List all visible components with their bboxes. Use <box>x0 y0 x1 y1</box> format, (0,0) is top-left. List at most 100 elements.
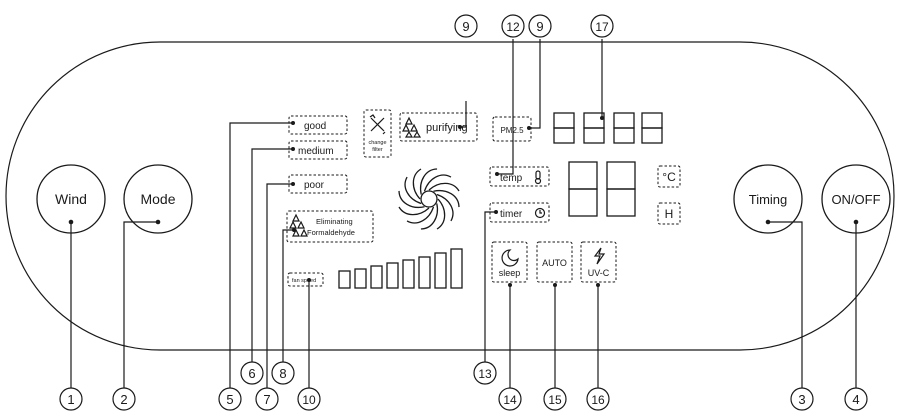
svg-text:AUTO: AUTO <box>542 258 567 268</box>
svg-text:15: 15 <box>548 393 562 407</box>
callout-13: 13 <box>473 361 497 385</box>
svg-text:poor: poor <box>304 180 325 191</box>
fan-speed-bar <box>402 259 415 289</box>
svg-text:2: 2 <box>120 392 127 407</box>
panel-outline <box>5 41 895 351</box>
callout-8: 8 <box>271 361 295 385</box>
lightning-icon <box>593 247 606 265</box>
callout-1: 1 <box>59 387 83 411</box>
timer-indicator: timer <box>489 202 550 223</box>
svg-text:13: 13 <box>478 367 492 381</box>
clock-icon <box>534 207 546 219</box>
svg-text:8: 8 <box>279 366 286 381</box>
leader-dots <box>68 116 859 287</box>
fan-speed-bar <box>434 252 447 289</box>
svg-text:medium: medium <box>298 146 334 157</box>
svg-text:7: 7 <box>263 392 270 407</box>
tools-icon <box>369 114 386 135</box>
fan-icon <box>398 168 460 230</box>
seven-segment-digit <box>613 112 635 144</box>
humidity-indicator: H <box>657 202 681 225</box>
svg-text:12: 12 <box>506 20 520 34</box>
svg-text:temp: temp <box>500 173 523 184</box>
change-filter-indicator: change filter <box>363 109 392 158</box>
svg-text:6: 6 <box>248 366 255 381</box>
callout-2: 2 <box>112 387 136 411</box>
svg-text:Wind: Wind <box>55 191 87 207</box>
seven-segment-digit <box>583 112 605 144</box>
purifying-indicator: purifying <box>399 112 478 142</box>
svg-text:10: 10 <box>302 393 316 407</box>
medium-indicator: medium <box>288 140 348 160</box>
svg-text:good: good <box>304 121 326 132</box>
fan-speed-bar <box>370 265 383 289</box>
pm25-indicator: PM2.5 <box>492 116 532 142</box>
trees-icon <box>402 116 422 138</box>
svg-text:change: change <box>368 140 386 146</box>
svg-text:Timing: Timing <box>749 192 788 207</box>
svg-text:timer: timer <box>500 209 523 220</box>
celsius-indicator: °C <box>657 165 681 188</box>
svg-text:H: H <box>665 207 674 221</box>
fan-speed-bars <box>338 248 463 289</box>
callout-9a: 9 <box>454 14 478 38</box>
svg-text:4: 4 <box>852 392 859 407</box>
svg-text:sleep: sleep <box>499 268 521 278</box>
seven-segment-digit <box>606 161 636 217</box>
uvc-indicator: UV-C <box>580 241 617 283</box>
svg-text:9: 9 <box>536 19 543 34</box>
trees-icon <box>289 213 308 237</box>
callout-3: 3 <box>790 387 814 411</box>
callout-5: 5 <box>218 387 242 411</box>
good-indicator: good <box>288 115 348 135</box>
callout-12: 12 <box>501 14 525 38</box>
svg-text:16: 16 <box>591 393 605 407</box>
eliminating-formaldehyde-indicator: Eliminating Formaldehyde <box>286 210 374 243</box>
leader-lines <box>70 39 857 388</box>
fan-speed-indicator: fan speed <box>287 272 324 287</box>
svg-text:fan speed: fan speed <box>292 278 316 284</box>
svg-text:PM2.5: PM2.5 <box>500 126 524 135</box>
seven-segment-digit <box>568 161 598 217</box>
svg-text:9: 9 <box>462 19 469 34</box>
callout-14: 14 <box>498 387 522 411</box>
seven-segment-digit <box>553 112 575 144</box>
callout-15: 15 <box>543 387 567 411</box>
svg-text:1: 1 <box>67 392 74 407</box>
svg-text:17: 17 <box>595 20 609 34</box>
svg-text:UV-C: UV-C <box>588 268 610 278</box>
callout-9b: 9 <box>528 14 552 38</box>
fan-speed-bar <box>354 268 367 289</box>
timing-button[interactable]: Timing <box>733 164 803 234</box>
thermometer-icon <box>534 170 542 185</box>
callout-16: 16 <box>586 387 610 411</box>
sleep-indicator: sleep <box>491 241 528 283</box>
temp-indicator: temp <box>489 166 550 187</box>
callout-17: 17 <box>590 14 614 38</box>
fan-speed-bar <box>338 270 351 289</box>
temp-timer-digits <box>568 161 636 217</box>
callout-7: 7 <box>255 387 279 411</box>
callout-10: 10 <box>297 387 321 411</box>
svg-text:5: 5 <box>226 392 233 407</box>
moon-icon <box>501 249 519 267</box>
svg-text:filter: filter <box>372 147 383 153</box>
svg-text:14: 14 <box>503 393 517 407</box>
svg-text:purifying: purifying <box>426 122 468 134</box>
fan-speed-bar <box>450 248 463 289</box>
fan-speed-bar <box>386 262 399 289</box>
seven-segment-digit <box>641 112 663 144</box>
svg-text:ON/OFF: ON/OFF <box>831 192 880 207</box>
callout-6: 6 <box>240 361 264 385</box>
callout-4: 4 <box>844 387 868 411</box>
mode-button[interactable]: Mode <box>123 164 193 234</box>
svg-text:3: 3 <box>798 392 805 407</box>
svg-text:Eliminating: Eliminating <box>316 217 353 226</box>
auto-indicator: AUTO <box>536 241 573 283</box>
fan-speed-bar <box>418 256 431 289</box>
svg-text:Formaldehyde: Formaldehyde <box>307 228 355 237</box>
pm25-digits <box>553 112 663 144</box>
svg-text:°C: °C <box>662 170 676 184</box>
poor-indicator: poor <box>288 174 348 194</box>
